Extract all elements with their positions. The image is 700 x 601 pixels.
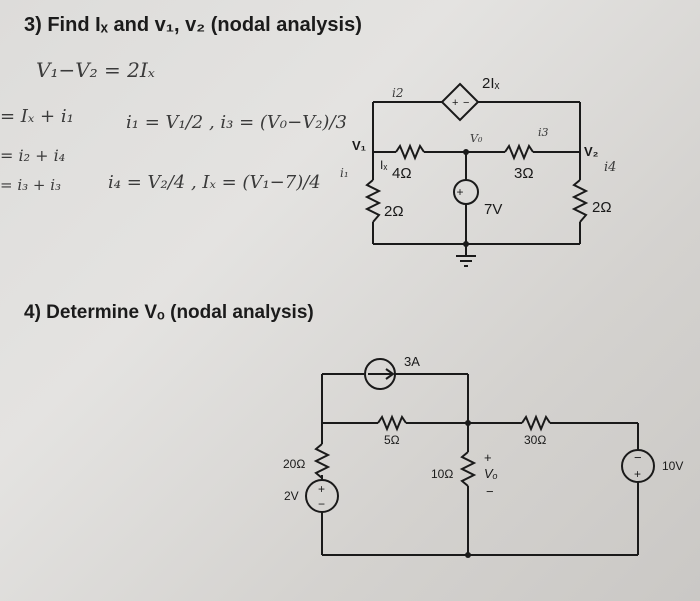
- label-ix: Iₓ: [380, 158, 388, 172]
- problem-3-title: 3) Find Iₓ and v₁, v₂ (nodal analysis): [24, 14, 362, 36]
- handwritten-eq-2: = Iₓ + i₁: [0, 106, 74, 127]
- handwritten-v0: V₀: [470, 132, 483, 145]
- label-r3: 3Ω: [514, 165, 534, 182]
- label-vsrc-2v: 2V: [284, 489, 299, 503]
- handwritten-eq-4: = i₃ + i₃: [0, 176, 62, 194]
- label-isrc-3a: 3A: [404, 354, 420, 369]
- problem-4-title: 4) Determine Vₒ (nodal analysis): [24, 302, 314, 323]
- resistor-4-ohm: [395, 143, 425, 161]
- vsrc-7-plus: +: [456, 185, 463, 199]
- label-vsrc-7: 7V: [484, 201, 502, 218]
- label-vo: Vₒ: [484, 466, 498, 481]
- resistor-30-ohm: [521, 414, 551, 432]
- resistor-2-ohm-right: [571, 179, 589, 223]
- resistor-20-ohm: [313, 443, 331, 479]
- label-r2-left: 2Ω: [384, 203, 404, 220]
- label-r2-right: 2Ω: [592, 199, 612, 216]
- node-4-top: [465, 420, 471, 426]
- label-r10: 10Ω: [431, 467, 453, 481]
- vsrc-10v-minus: −: [634, 450, 642, 465]
- label-v1: V₁: [352, 138, 366, 153]
- handwritten-i1: i₁: [340, 166, 349, 180]
- dep-plus-sign: +: [452, 97, 458, 109]
- label-r5: 5Ω: [384, 433, 400, 447]
- resistor-2-ohm-left: [364, 179, 382, 223]
- node-ground: [463, 241, 469, 247]
- dep-minus-sign: −: [463, 97, 469, 109]
- handwritten-eq-6: i₄ = V₂/4 , Iₓ = (V₁−7)/4: [108, 172, 321, 193]
- current-arrow-head: [385, 368, 395, 380]
- label-v2: V₂: [584, 144, 599, 159]
- handwritten-eq-5: i₁ = V₁/2 , i₃ = (V₀−V₂)/3: [126, 112, 347, 133]
- label-r20: 20Ω: [283, 457, 305, 471]
- resistor-5-ohm: [377, 414, 407, 432]
- handwritten-i3: i3: [538, 126, 549, 139]
- handwritten-eq-1: V₁−V₂ = 2Iₓ: [36, 58, 155, 82]
- node-4-bottom: [465, 552, 471, 558]
- node-v0: [463, 149, 469, 155]
- handwritten-i2: i2: [392, 86, 404, 100]
- label-r30: 30Ω: [524, 433, 546, 447]
- handwritten-eq-3: = i₂ + i₄: [0, 146, 66, 165]
- vsrc-2v-minus: −: [318, 497, 325, 511]
- vsrc-10v-plus: +: [634, 467, 641, 481]
- label-vo-minus: −: [486, 484, 494, 499]
- dependent-source-diamond: [440, 82, 480, 122]
- label-vsrc-10v: 10V: [662, 459, 683, 473]
- label-r4: 4Ω: [392, 165, 412, 182]
- resistor-10-ohm: [459, 451, 477, 487]
- label-dep-source: 2Iₓ: [482, 75, 500, 92]
- resistor-3-ohm: [504, 143, 534, 161]
- handwritten-i4: i4: [604, 160, 617, 175]
- vsrc-2v-plus: +: [318, 482, 325, 496]
- label-vo-plus: +: [484, 450, 492, 465]
